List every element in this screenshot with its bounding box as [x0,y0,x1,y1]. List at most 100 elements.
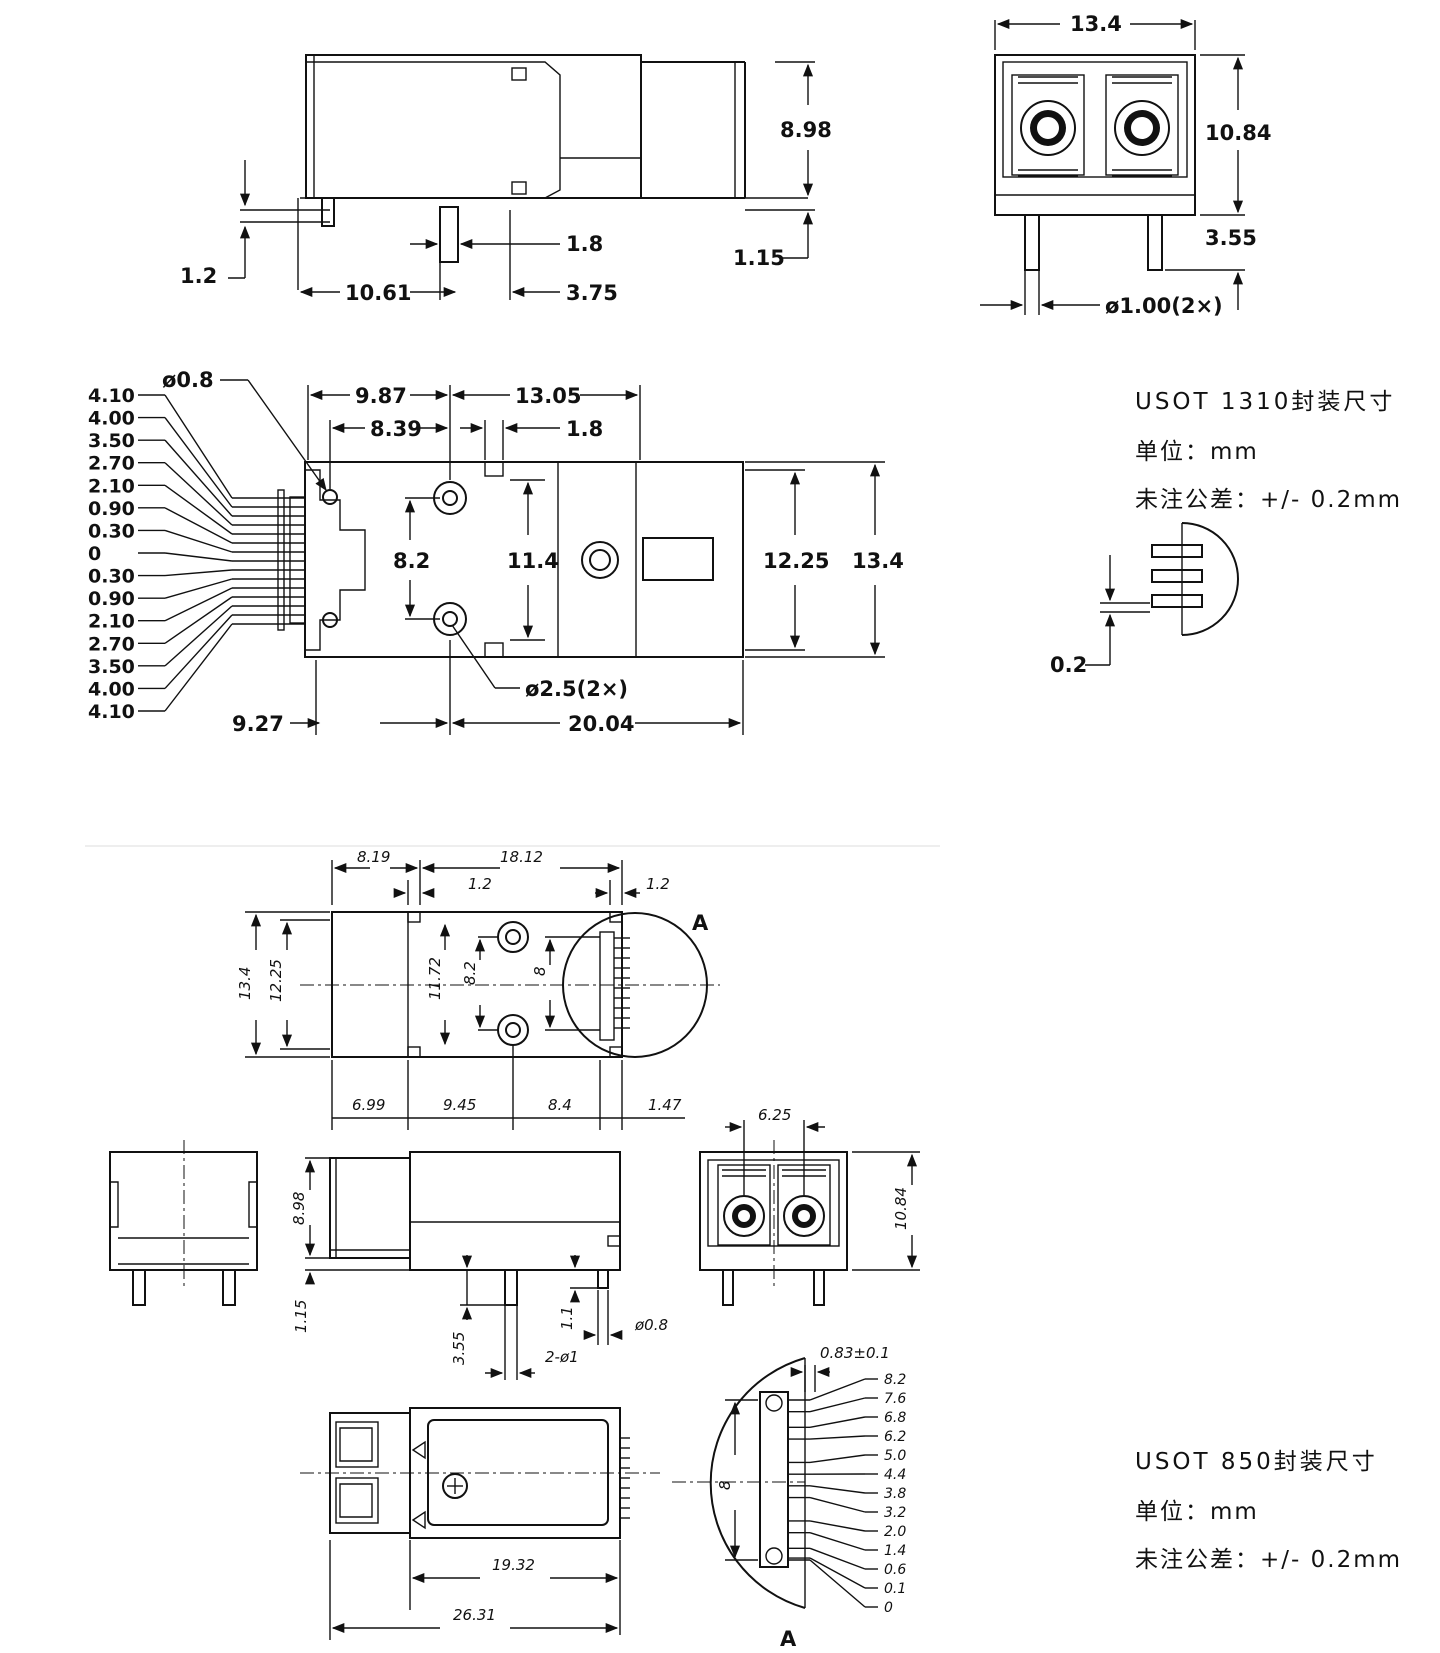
dim-detail-pin-width: 0.83±0.1 [820,1344,890,1362]
notes-1310-tolerance: 未注公差：+/- 0.2mm [1135,487,1403,513]
dim-1-2a: 1.2 [468,875,492,893]
pin-leader [164,605,233,667]
plan-view-850: A 8.19 18.12 1.2 1.2 13.4 12.25 11.72 [236,848,720,1130]
side-view-850: 8.98 1.15 3.55 1.1 ø0.8 2-ø1 [290,1151,668,1380]
detail-pin-label: 1.4 [884,1543,906,1559]
detail-pin-label: 2.0 [884,1524,906,1540]
dim-8-39: 8.39 [370,417,422,441]
dim-10-84-bottom: 10.84 [892,1187,910,1230]
dim-pin-diameter-plan: ø0.8 [162,368,214,392]
notes-850-unit: 单位：mm [1135,1499,1259,1525]
dim-8-4: 8.4 [548,1096,572,1114]
pin-leader [164,587,233,622]
dim-9-87: 9.87 [355,384,407,408]
pin-row-850 [614,937,630,1029]
detail-pin-leader [809,1559,866,1608]
front-view-1310: 13.4 10.84 3.55 ø1.00(2×) [980,12,1271,318]
dim-8-bottom: 8 [531,966,549,976]
detail-pin-labels: 8.27.66.86.25.04.43.83.22.01.40.60.10 [884,1372,906,1616]
dim-8-98-bottom: 8.98 [290,1192,308,1225]
dim-9-27: 9.27 [232,712,284,736]
pin-leader [164,394,233,499]
pin-position-label: 4.10 [88,385,135,407]
pin-leader [164,507,233,544]
pin-position-label: 4.00 [88,408,135,430]
dim-gap: 0.2 [1050,653,1087,677]
pin-position-label: 4.00 [88,678,135,700]
pin-position-label: 3.50 [88,430,135,452]
pin-row [232,497,305,625]
pin-leader [164,614,233,689]
dim-3-55-bottom: 3.55 [450,1332,468,1365]
dim-pin-from-left: 10.61 [345,281,411,305]
dim-11-4: 11.4 [507,549,559,573]
dim-height: 8.98 [780,118,832,142]
dim-pin-dia-bottom: ø0.8 [634,1316,668,1334]
detail-label-a-plan: A [692,911,709,935]
pin-position-label: 2.10 [88,475,135,497]
pin-leader [164,552,233,562]
dim-hole-diameter: ø2.5(2×) [525,677,628,701]
dim-pin-diameter: ø1.00(2×) [1105,294,1223,318]
detail-pin-leader [809,1378,866,1401]
detail-pin-label: 8.2 [884,1372,906,1388]
detail-pin-leader [809,1435,866,1440]
detail-pin-label: 7.6 [884,1391,906,1407]
pin-position-label: 3.50 [88,656,135,678]
detail-pin-label: 0.1 [884,1581,906,1597]
detail-pin-leader [809,1496,866,1513]
notes-1310-title: USOT 1310封装尺寸 [1135,389,1396,415]
pin-leader [164,529,233,553]
dim-standoff: 1.15 [733,246,785,270]
dim-1-1: 1.1 [558,1306,576,1330]
dim-pin-length: 3.55 [1205,226,1257,250]
side-view-1310: 1.2 8.98 1.15 1.8 10.61 3.75 [180,54,832,305]
dim-12-25: 12.25 [763,549,829,573]
dim-8-19: 8.19 [357,848,390,866]
detail-a: 8 0.83±0.1 8.27.66.86.25.04.43.83.22.01.… [672,1344,906,1616]
dim-front-height: 10.84 [1205,121,1271,145]
dim-hole-pitch: 8.2 [393,549,430,573]
detail-pin-label: 3.8 [884,1486,906,1502]
pin-leader [164,417,233,508]
pin-position-labels: 4.104.003.502.702.100.900.3000.300.902.1… [88,385,135,723]
detail-pin-label: 6.8 [884,1410,906,1426]
plan-view-1310: 4.104.003.502.702.100.900.3000.300.902.1… [88,368,904,736]
dim-1-2b: 1.2 [646,875,670,893]
top-view-850: 19.32 26.31 A [300,1407,797,1651]
detail-pin-label: 3.2 [884,1505,906,1521]
pin-position-label: 0.30 [88,566,135,588]
dim-26-31: 26.31 [453,1606,496,1624]
dim-13-4-bottom: 13.4 [236,967,254,1000]
dim-12-25-bottom: 12.25 [267,959,285,1002]
pin-leader [164,569,233,577]
dim-6-25: 6.25 [758,1106,791,1124]
pin-leader [164,484,233,535]
detail-pin-label: 5.0 [884,1448,906,1464]
dim-pin-spec: 2-ø1 [545,1348,579,1366]
detail-pin-leader [809,1547,866,1570]
dim-20-04: 20.04 [568,712,634,736]
dim-19-32: 19.32 [492,1556,535,1574]
dim-9-45: 9.45 [443,1096,476,1114]
notes-850-title: USOT 850封装尺寸 [1135,1449,1378,1475]
notes-1310-unit: 单位：mm [1135,439,1259,465]
pin-position-label: 2.70 [88,633,135,655]
dim-pin-pitch: 3.75 [566,281,618,305]
pin-leader [164,462,233,526]
detail-pin-leader [809,1532,866,1551]
dim-front-width: 13.4 [1070,12,1122,36]
dim-13-4-plan: 13.4 [852,549,904,573]
detail-pin-leader [809,1485,866,1494]
detail-pin-leader [809,1520,866,1532]
notes-850-tolerance: 未注公差：+/- 0.2mm [1135,1547,1403,1573]
pin-position-label: 2.10 [88,611,135,633]
pin-leader [164,596,233,644]
dim-1-8-plan: 1.8 [566,417,603,441]
detail-pin-leader [809,1454,866,1464]
pin-position-label: 0.30 [88,520,135,542]
dim-6-99: 6.99 [352,1096,385,1114]
detail-pin-label: 0 [884,1600,893,1616]
pin-position-label: 0.90 [88,498,135,520]
